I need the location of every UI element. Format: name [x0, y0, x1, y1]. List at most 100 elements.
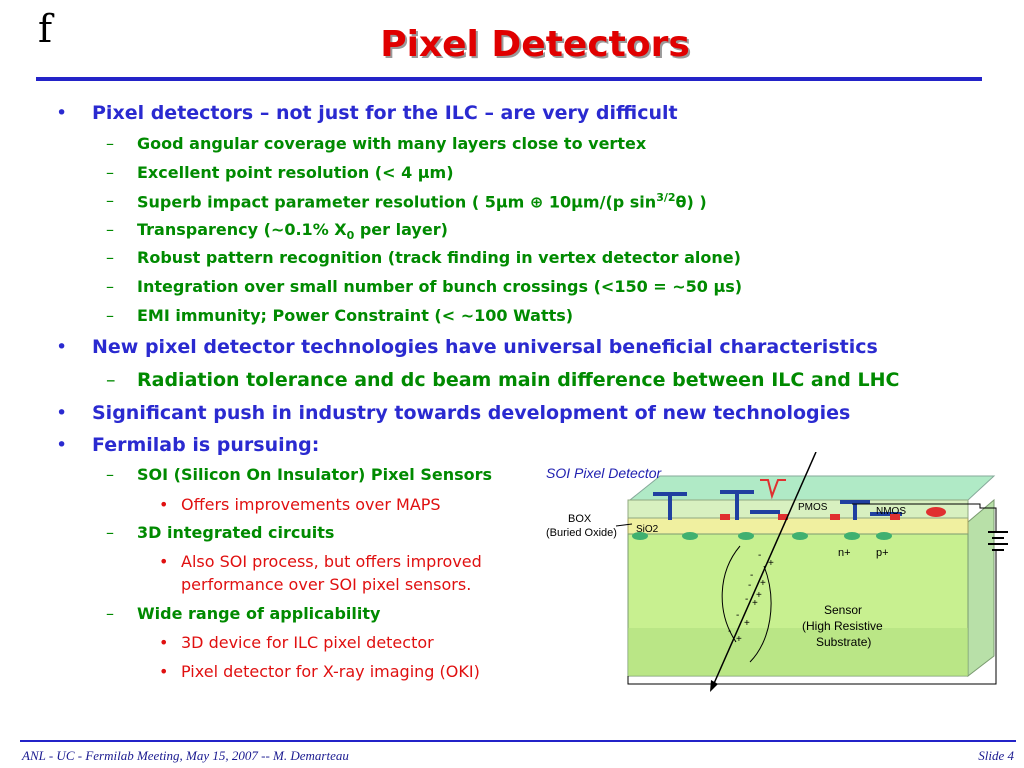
pplus-label: p+: [876, 547, 889, 559]
bullet-marker: •: [56, 402, 68, 424]
bullet-1-7: EMI immunity; Power Constraint (< ~100 W…: [137, 306, 574, 325]
sensor-side-face: [967, 498, 995, 678]
gate-red: [720, 514, 730, 520]
charge-plus: +: [756, 590, 762, 601]
title-rule: [36, 77, 982, 81]
charge-plus: +: [768, 558, 774, 569]
metal-pad: [653, 492, 687, 496]
dash-marker: –: [106, 163, 114, 182]
top-layer: [628, 475, 996, 501]
bullet-4-3: Wide range of applicability: [137, 604, 381, 623]
dot-marker: •: [159, 552, 169, 571]
dash-marker: –: [106, 248, 114, 267]
bullet-4-3-1: 3D device for ILC pixel detector: [181, 633, 434, 652]
dot-marker: •: [159, 495, 169, 514]
bullet-4-1: SOI (Silicon On Insulator) Pixel Sensors: [137, 465, 493, 484]
charge-minus: -: [745, 594, 748, 605]
metal-pad: [750, 510, 780, 514]
track-arrow-icon: [710, 680, 718, 692]
bullet-2: New pixel detector technologies have uni…: [92, 336, 878, 358]
nplus-label: n+: [838, 547, 851, 559]
charge-plus: +: [736, 634, 742, 645]
metal-via: [735, 494, 739, 520]
metal-pad: [720, 490, 754, 494]
slide-title: Pixel Detectors: [380, 24, 690, 65]
bullet-1-4-text-b: per layer): [354, 220, 448, 239]
p-implant: [876, 532, 892, 540]
bullet-4-2: 3D integrated circuits: [137, 523, 335, 542]
bullet-1-3-text-a: Superb impact parameter resolution ( 5μm…: [137, 192, 657, 212]
charge-plus: +: [744, 618, 750, 629]
metal-pad: [840, 500, 870, 504]
bullet-marker: •: [56, 336, 68, 358]
n-implant: [792, 532, 808, 540]
dash-marker: –: [106, 369, 116, 391]
sensor-label-1: Sensor: [824, 603, 862, 617]
dash-marker: –: [106, 523, 114, 542]
metal-pad: [870, 512, 902, 516]
charge-minus: -: [736, 610, 739, 621]
dash-marker: –: [106, 306, 114, 325]
footer-rule: [20, 740, 1016, 742]
nmos-red: [926, 507, 946, 517]
bullet-4-2-1b: performance over SOI pixel sensors.: [181, 575, 472, 594]
gate-red: [830, 514, 840, 520]
bullet-4-3-2: Pixel detector for X-ray imaging (OKI): [181, 662, 480, 681]
sensor-label-2: (High Resistive: [802, 619, 883, 633]
soi-pixel-detector-diagram: SOI Pixel Detector BOX (Buried Oxide) Si…: [546, 452, 1008, 692]
dot-marker: •: [159, 662, 169, 681]
bullet-1-1: Good angular coverage with many layers c…: [137, 134, 647, 153]
sensor-label-3: Substrate): [816, 635, 871, 649]
signal-pulse: [760, 479, 786, 500]
nmos-label: NMOS: [876, 506, 906, 517]
bullet-4: Fermilab is pursuing:: [92, 434, 320, 456]
bullet-1-4-sub: 0: [346, 229, 355, 243]
fermilab-logo: f: [38, 7, 53, 51]
bullet-1-3-sup: 3/2: [656, 191, 676, 204]
bullet-1-4-text-a: Transparency (~0.1% X: [137, 220, 347, 239]
gate-red: [778, 514, 788, 520]
dash-marker: –: [106, 191, 114, 210]
bullet-4-2-1a: Also SOI process, but offers improved: [181, 552, 482, 571]
drift-arrow-right: [749, 565, 772, 663]
n-implant: [632, 532, 648, 540]
drift-arrow-left: [721, 545, 741, 643]
bullet-1-6: Integration over small number of bunch c…: [137, 277, 743, 296]
dash-marker: –: [106, 134, 114, 153]
sio2-label: SiO2: [636, 524, 659, 535]
bullet-1-3: Superb impact parameter resolution ( 5μm…: [137, 191, 707, 211]
dash-marker: –: [106, 220, 114, 239]
bullet-marker: •: [56, 102, 68, 124]
oxide-layer: [627, 517, 969, 535]
gate-red: [890, 514, 900, 520]
charge-minus: -: [750, 570, 753, 581]
metal-via: [668, 496, 672, 520]
diagram-title: SOI Pixel Detector: [546, 465, 662, 481]
bullet-1-2: Excellent point resolution (< 4 μm): [137, 163, 454, 182]
box-pointer: [615, 523, 633, 527]
bullet-1: Pixel detectors – not just for the ILC –…: [92, 102, 678, 124]
bullet-marker: •: [56, 434, 68, 456]
bullet-2-1: Radiation tolerance and dc beam main dif…: [137, 369, 900, 391]
charge-plus: +: [752, 598, 758, 609]
pmos-label: PMOS: [798, 502, 828, 513]
sensor-bottom-band: [628, 628, 968, 676]
footer-text: ANL - UC - Fermilab Meeting, May 15, 200…: [22, 748, 349, 763]
particle-track: [711, 452, 817, 689]
buried-oxide-label: (Buried Oxide): [546, 527, 617, 539]
dash-marker: –: [106, 277, 114, 296]
bias-wire: [627, 550, 997, 685]
charge-minus: -: [728, 626, 731, 637]
charge-minus: -: [758, 550, 761, 561]
bullet-4-1-1: Offers improvements over MAPS: [181, 495, 441, 514]
dash-marker: –: [106, 465, 114, 484]
n-implant: [738, 532, 754, 540]
charge-plus: +: [760, 578, 766, 589]
bullet-3: Significant push in industry towards dev…: [92, 402, 851, 424]
bullet-1-3-text-b: θ) ): [675, 192, 707, 212]
dot-marker: •: [159, 633, 169, 652]
slide-number: Slide 4: [978, 748, 1014, 763]
bullet-1-4: Transparency (~0.1% X0 per layer): [137, 220, 448, 242]
bias-wire: [852, 503, 997, 532]
box-label: BOX: [568, 513, 592, 525]
